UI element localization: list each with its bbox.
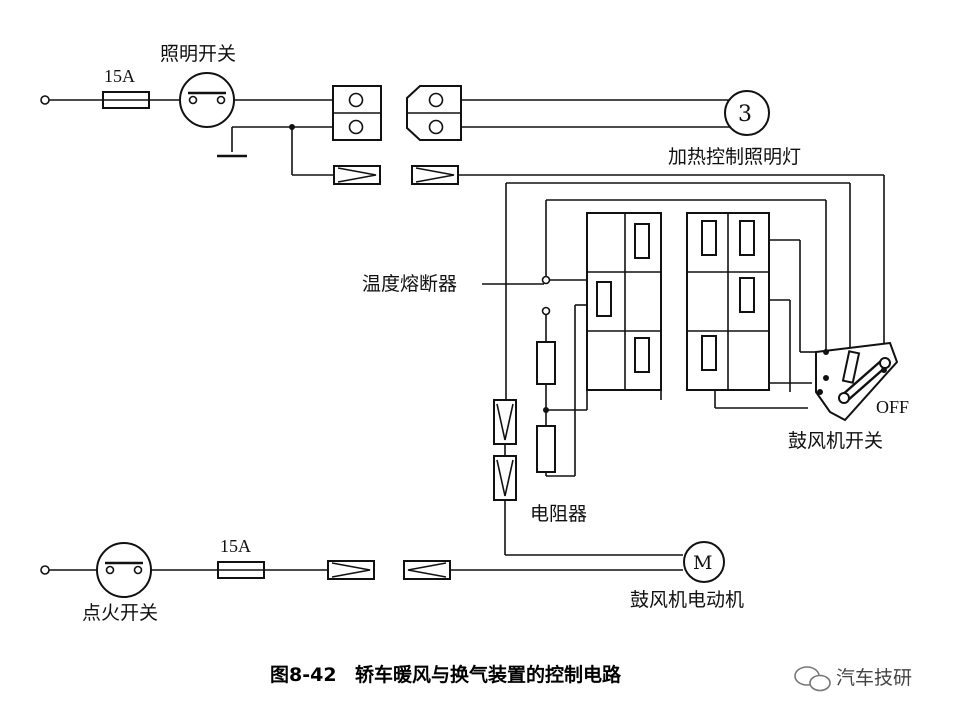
- lamp-icon: [724, 90, 770, 136]
- watermark: 汽车技研: [794, 666, 912, 692]
- vertical-connectors: [493, 399, 683, 556]
- lighting-switch-label: 照明开关: [160, 43, 236, 65]
- blower-switch-lever-icon: [838, 357, 891, 404]
- blower-motor-label: 鼓风机电动机: [630, 589, 744, 611]
- switch-bank-left: [586, 212, 662, 391]
- pin-connector-right: [411, 165, 459, 185]
- blower-motor-icon: [683, 541, 725, 583]
- wechat-icon: [794, 666, 831, 692]
- motor-symbol: M: [693, 552, 712, 574]
- switch-bank-right: [686, 212, 770, 391]
- pin-connector-left: [333, 165, 381, 185]
- fuse-bottom-label: 15A: [220, 536, 251, 556]
- blower-switch-label: 鼓风机开关: [788, 430, 883, 452]
- connector-right: [406, 85, 462, 141]
- ignition-switch-label: 点火开关: [82, 602, 158, 624]
- resistor-group: 电阻器: [530, 341, 588, 525]
- resistor-upper: [536, 341, 556, 385]
- connector-left: [332, 85, 382, 141]
- pin-connector-bottom-right: [403, 560, 451, 580]
- thermal-fuse-label: 温度熔断器: [362, 273, 457, 295]
- ignition-circuit: 点火开关 15A M 鼓风机电动机: [40, 536, 744, 624]
- blower-switch-off-label: OFF: [876, 397, 909, 417]
- figure-caption: 图8-42 轿车暖风与换气装置的控制电路: [270, 663, 622, 686]
- blower-switch: OFF 鼓风机开关: [788, 341, 909, 452]
- pin-connector-bottom-left: [327, 560, 375, 580]
- figure-number: 图8-42: [270, 664, 337, 686]
- lighting-circuit: 15A 照明开关: [40, 43, 885, 370]
- power-terminal-top: [40, 95, 50, 105]
- fuse-top-label: 15A: [104, 66, 135, 86]
- heater-control-lamp-label: 加热控制照明灯: [668, 146, 801, 168]
- lighting-switch-icon: [179, 72, 235, 128]
- resistor-lower: [536, 425, 556, 473]
- figure-title: 轿车暖风与换气装置的控制电路: [355, 663, 622, 686]
- watermark-text: 汽车技研: [836, 667, 912, 689]
- ignition-switch-icon: [96, 542, 152, 598]
- power-terminal-bottom: [40, 565, 50, 575]
- resistor-label: 电阻器: [530, 503, 587, 525]
- lamp-symbol: 3: [738, 102, 752, 127]
- control-module: 温度熔断器: [362, 182, 851, 476]
